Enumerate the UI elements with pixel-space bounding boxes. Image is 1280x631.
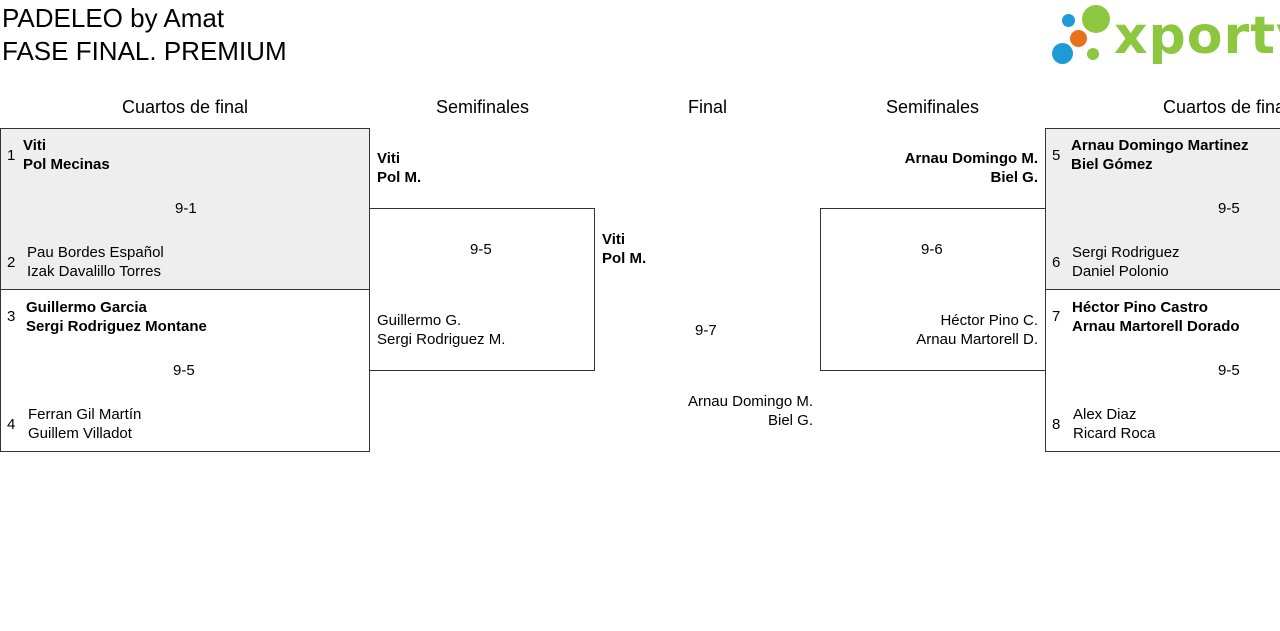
match-left-qf-1: [0, 128, 370, 290]
seed-number: 7: [1052, 308, 1061, 325]
logo-dot-green-small: [1087, 48, 1099, 60]
player-name: Ricard Roca: [1073, 425, 1156, 442]
page-subtitle: FASE FINAL. PREMIUM: [2, 36, 287, 66]
team-name: Viti Pol M.: [377, 149, 421, 187]
player-name: Arnau Martorell Dorado: [1072, 318, 1240, 335]
player-name: Viti: [23, 137, 47, 154]
seed-number: 2: [7, 254, 16, 271]
player-name: Sergi Rodriguez: [1072, 244, 1180, 261]
xporty-logo: xporty: [1052, 4, 1280, 68]
player-name: Arnau Domingo Martinez: [1071, 137, 1249, 154]
player-name: Viti: [602, 231, 626, 248]
match-score: 9-1: [175, 200, 197, 217]
player-name: Viti: [377, 150, 401, 167]
player-name: Guillermo G.: [377, 312, 462, 329]
logo-dot-blue-small: [1062, 14, 1075, 27]
player-name: Biel Gómez: [1071, 156, 1153, 173]
team-name: Héctor Pino Castro Arnau Martorell Dorad…: [1072, 298, 1240, 336]
player-name: Arnau Domingo M.: [904, 150, 1038, 167]
round-heading-final: Final: [687, 97, 727, 117]
match-score: 9-5: [173, 362, 195, 379]
finalist-team: Viti Pol M.: [602, 230, 646, 268]
round-heading-left-sf: Semifinales: [435, 97, 530, 117]
logo-dot-blue: [1052, 43, 1073, 64]
team-name: Guillermo G. Sergi Rodriguez M.: [377, 311, 505, 349]
match-score: 9-5: [470, 241, 492, 258]
seed-number: 4: [7, 416, 16, 433]
player-name: Biel G.: [990, 169, 1038, 186]
match-score: 9-5: [1218, 200, 1240, 217]
logo-dot-green: [1082, 5, 1110, 33]
final-score: 9-7: [695, 322, 717, 339]
player-name: Arnau Domingo M.: [687, 393, 813, 410]
team-name: Sergi Rodriguez Daniel Polonio: [1072, 243, 1180, 281]
player-name: Ferran Gil Martín: [28, 406, 142, 423]
team-name: Arnau Domingo M. Biel G.: [838, 149, 1038, 187]
team-name: Pau Bordes Español Izak Davalillo Torres: [27, 243, 164, 281]
player-name: Arnau Martorell D.: [916, 331, 1038, 348]
team-name: Héctor Pino C. Arnau Martorell D.: [838, 311, 1038, 349]
player-name: Biel G.: [767, 412, 813, 429]
finalist-team: Arnau Domingo M. Biel G.: [613, 392, 813, 430]
player-name: Izak Davalillo Torres: [27, 263, 161, 280]
player-name: Sergi Rodriguez Montane: [26, 318, 207, 335]
team-name: Arnau Domingo Martinez Biel Gómez: [1071, 136, 1249, 174]
player-name: Daniel Polonio: [1072, 263, 1169, 280]
team-name: Ferran Gil Martín Guillem Villadot: [28, 405, 141, 443]
player-name: Guillermo Garcia: [26, 299, 147, 316]
seed-number: 5: [1052, 147, 1061, 164]
logo-text: xporty: [1114, 6, 1280, 66]
match-score: 9-5: [1218, 362, 1240, 379]
round-heading-right-sf: Semifinales: [885, 97, 980, 117]
match-right-sf: [820, 208, 1046, 371]
seed-number: 8: [1052, 416, 1061, 433]
team-name: Guillermo Garcia Sergi Rodriguez Montane: [26, 298, 207, 336]
team-name: Viti Pol Mecinas: [23, 136, 110, 174]
player-name: Pol M.: [602, 250, 647, 267]
seed-number: 6: [1052, 254, 1061, 271]
round-heading-left-qf: Cuartos de final: [121, 97, 249, 117]
player-name: Sergi Rodriguez M.: [377, 331, 506, 348]
player-name: Alex Diaz: [1073, 406, 1137, 423]
seed-number: 3: [7, 308, 16, 325]
player-name: Héctor Pino Castro: [1072, 299, 1208, 316]
match-score: 9-6: [921, 241, 943, 258]
page-title: PADELEO by Amat: [2, 3, 225, 33]
match-left-sf: [369, 208, 595, 371]
player-name: Pol M.: [377, 169, 422, 186]
player-name: Héctor Pino C.: [940, 312, 1038, 329]
round-heading-right-qf: Cuartos de final: [1163, 97, 1280, 117]
player-name: Pau Bordes Español: [27, 244, 164, 261]
team-name: Alex Diaz Ricard Roca: [1073, 405, 1156, 443]
seed-number: 1: [7, 147, 16, 164]
player-name: Guillem Villadot: [28, 425, 132, 442]
player-name: Pol Mecinas: [23, 156, 110, 173]
match-right-qf-2: [1045, 289, 1280, 452]
logo-dot-orange: [1070, 30, 1087, 47]
